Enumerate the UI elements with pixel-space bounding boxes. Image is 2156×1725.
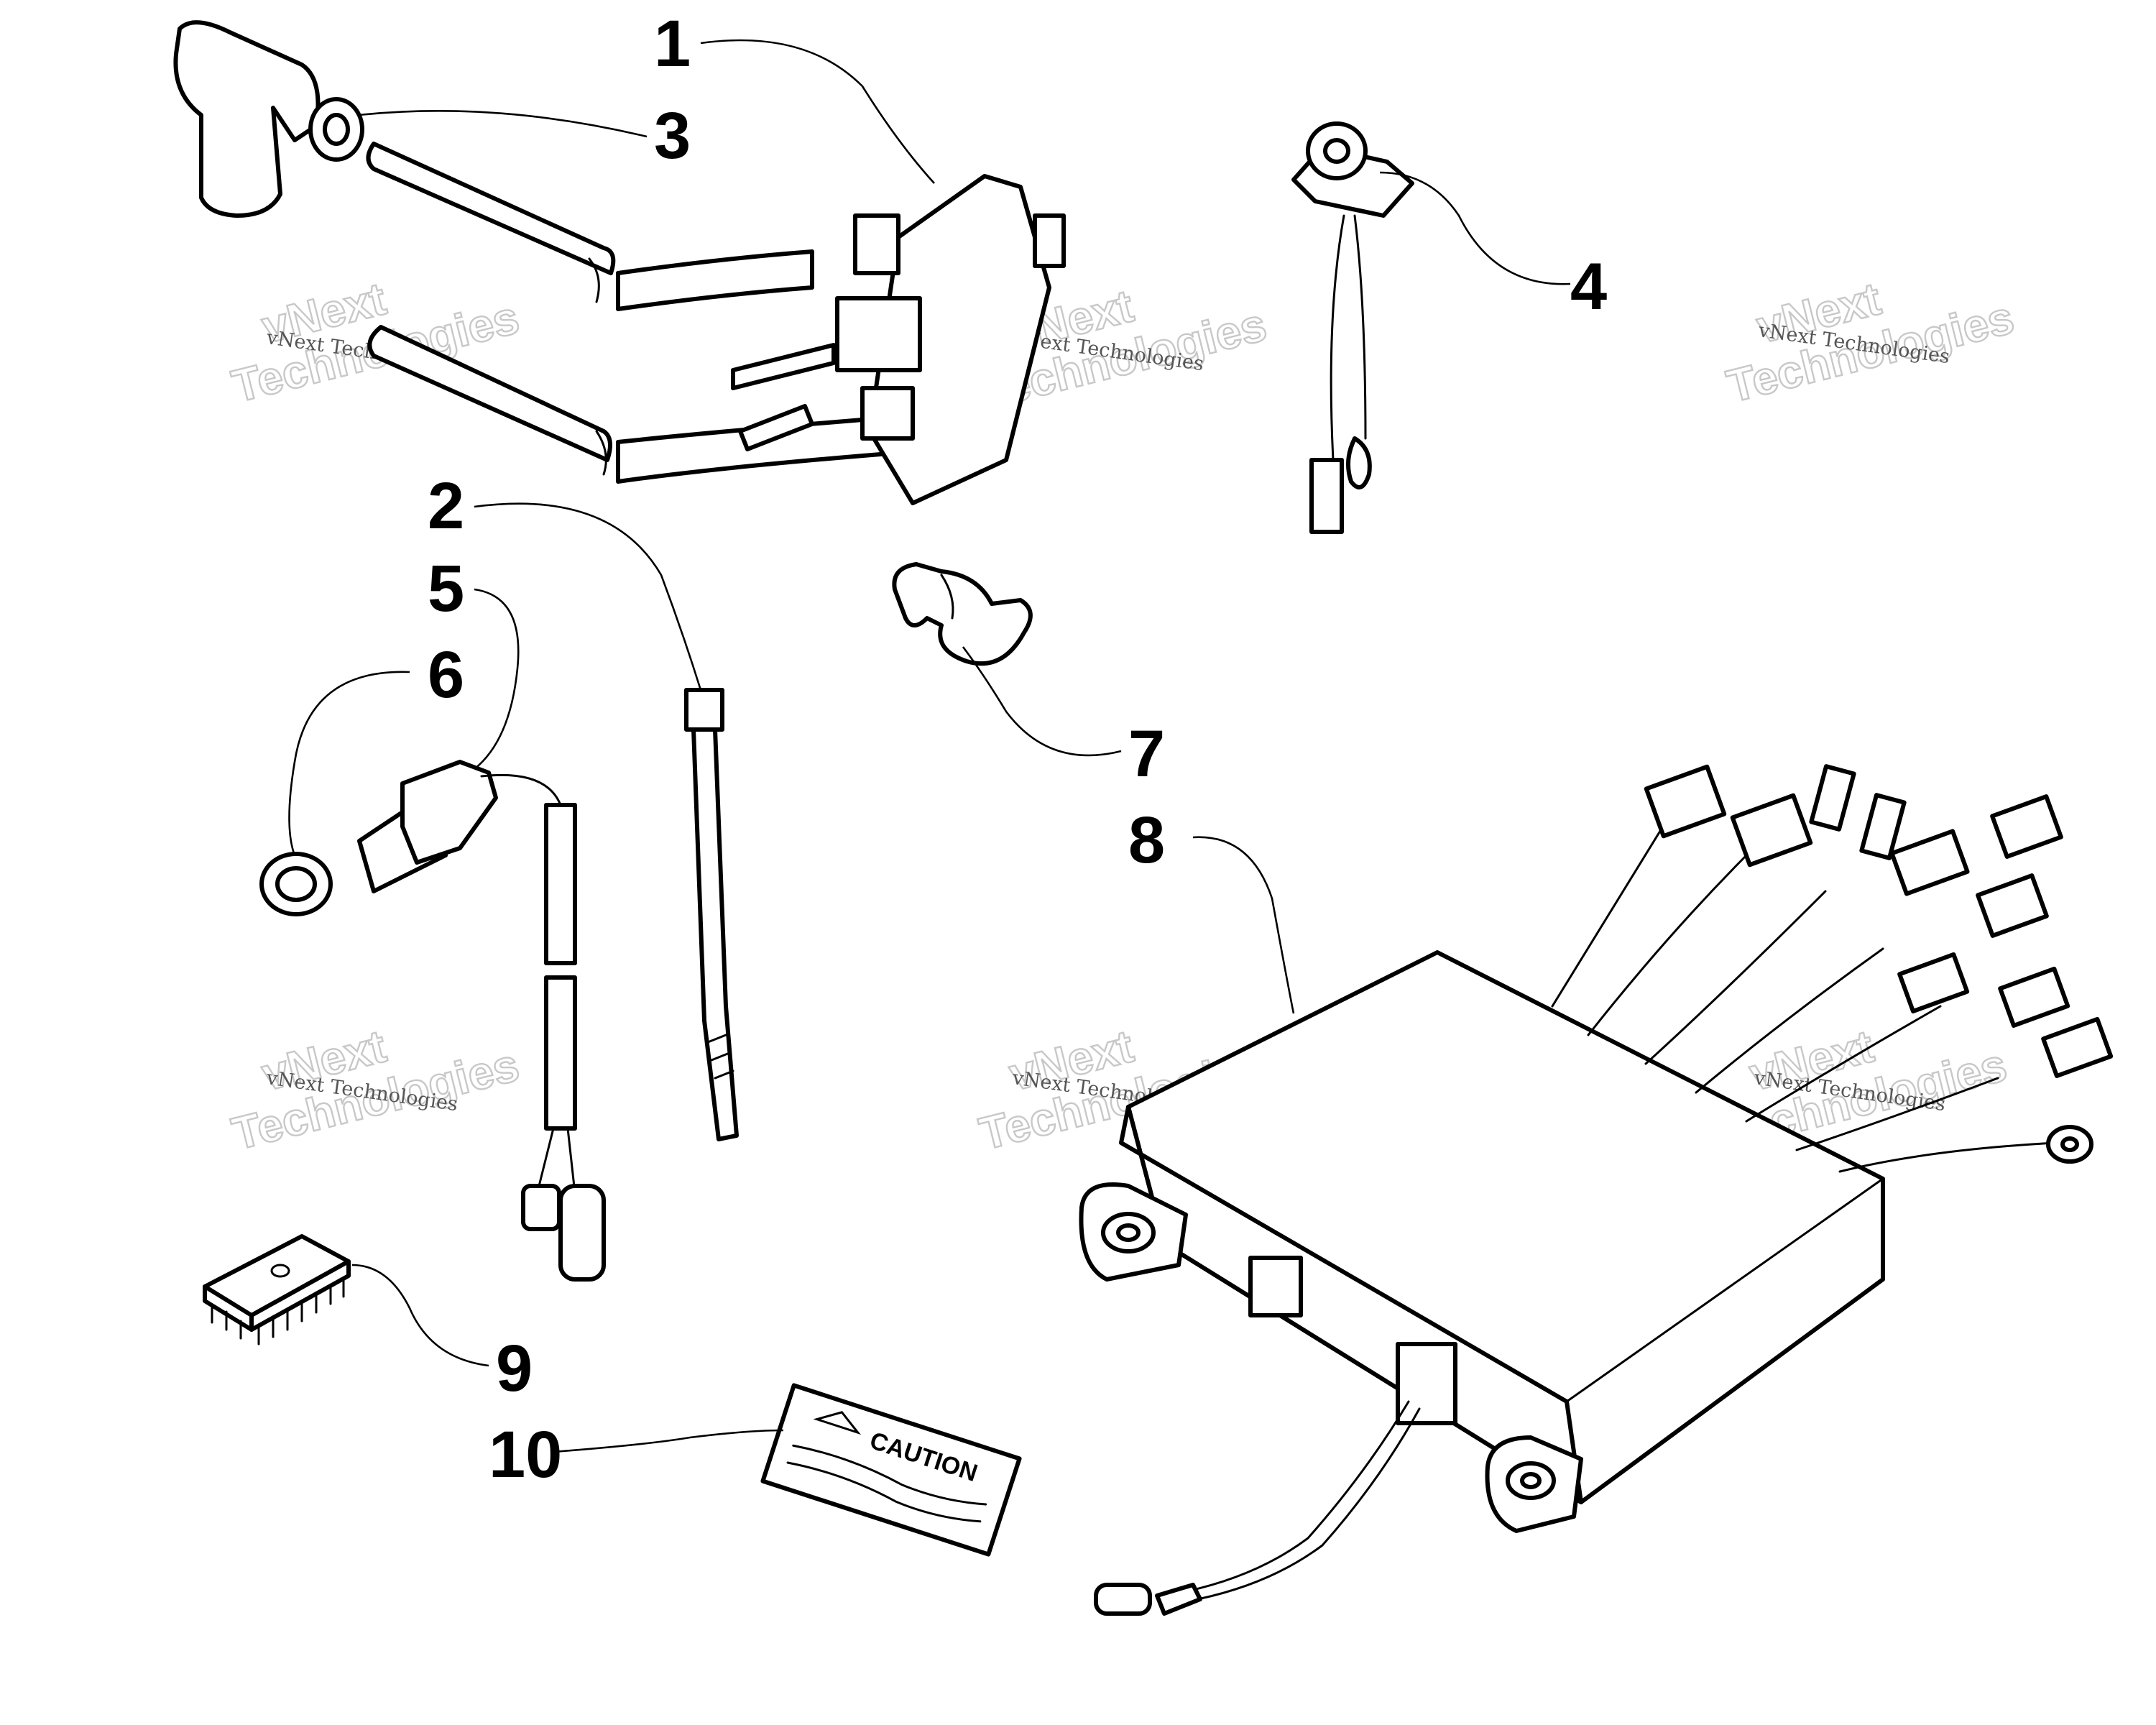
callout-4: 4 xyxy=(1570,250,1607,323)
callout-3: 3 xyxy=(654,99,691,172)
ignition-coil xyxy=(173,20,1066,505)
callout-6: 6 xyxy=(428,638,464,712)
callout-10: 10 xyxy=(489,1418,562,1491)
callout-7: 7 xyxy=(1128,717,1165,791)
callout-5: 5 xyxy=(428,552,464,625)
memory-chip xyxy=(203,1234,351,1346)
temperature-sensor xyxy=(357,760,606,1282)
callouts: 1 2 3 4 5 6 7 8 9 10 xyxy=(428,7,1607,1491)
wire-clip xyxy=(892,562,1033,666)
callout-8: 8 xyxy=(1128,804,1165,877)
caution-decal: CAUTION xyxy=(760,1383,1022,1557)
watermark: vNext Technologies xyxy=(1721,272,2019,413)
watermark: vNext Technologies xyxy=(226,1019,525,1161)
callout-9: 9 xyxy=(496,1332,533,1405)
leader-lines xyxy=(288,39,1571,1453)
sealing-washer xyxy=(259,852,333,916)
control-module xyxy=(1079,764,2114,1616)
cable-tie xyxy=(684,688,739,1141)
callout-1: 1 xyxy=(654,7,691,80)
sensor-bracket xyxy=(1291,121,1414,534)
callout-2: 2 xyxy=(428,469,464,543)
